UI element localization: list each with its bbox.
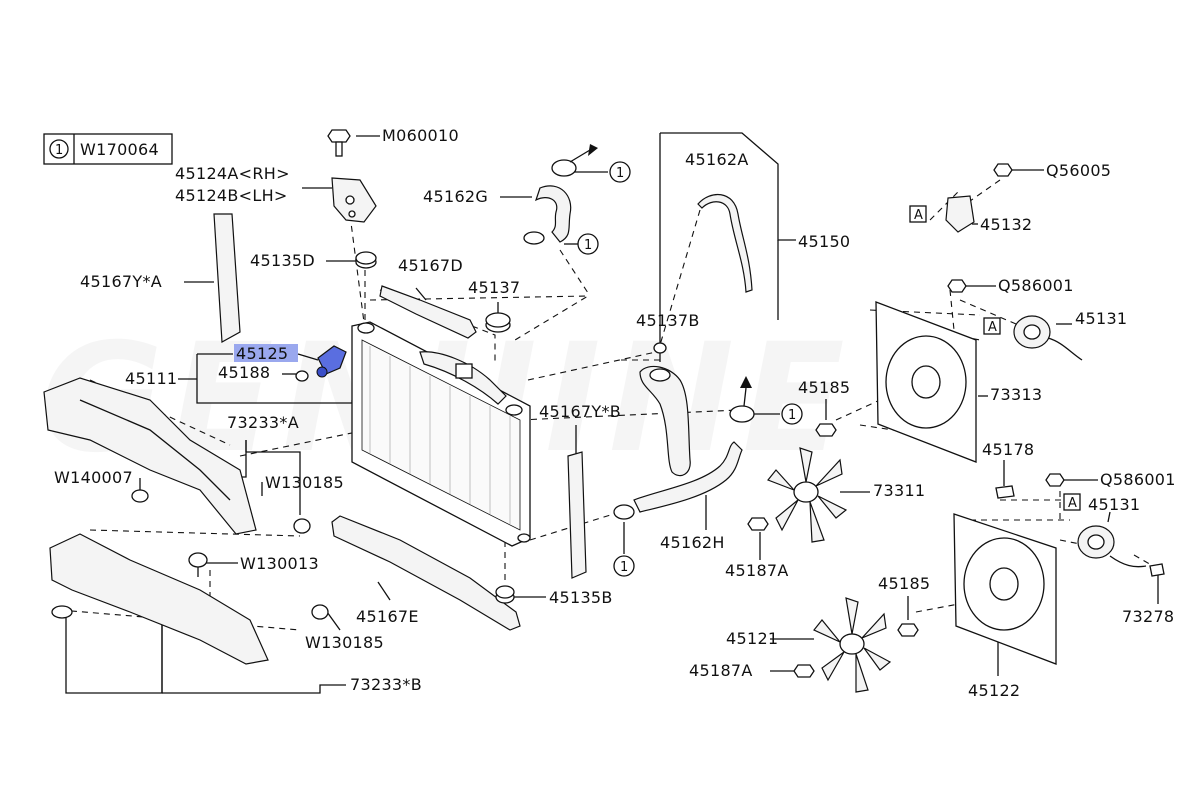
part-clip-w140007: [131, 489, 149, 503]
part-bracket-45124: [331, 177, 377, 223]
label-45167d: 45167D: [398, 256, 463, 275]
part-lower-hose-45162h: 1 1: [613, 376, 803, 577]
label-73278: 73278: [1122, 607, 1174, 626]
label-73233a: 73233*A: [227, 413, 299, 432]
ref-marker-1d: 1: [620, 560, 628, 575]
marker-a-3: A: [1063, 493, 1081, 511]
label-45185b: 45185: [878, 574, 930, 593]
part-mount-45135b: [495, 585, 515, 604]
label-w140007: W140007: [54, 468, 133, 487]
label-45162g: 45162G: [423, 187, 488, 206]
part-bolt-m060010: [327, 129, 351, 157]
label-45150: 45150: [798, 232, 850, 251]
part-shroud-73313: [875, 301, 977, 463]
label-45178: 45178: [982, 440, 1034, 459]
label-m060010: M060010: [382, 126, 459, 145]
label-45135b: 45135B: [549, 588, 613, 607]
ref-marker-1c: 1: [788, 408, 796, 423]
ref-marker-1a: 1: [616, 166, 624, 181]
label-45162a: 45162A: [685, 150, 749, 169]
label-45132: 45132: [980, 215, 1032, 234]
label-q586001b: Q586001: [1100, 470, 1176, 489]
label-45187a-2: 45187A: [689, 661, 753, 680]
part-side-seal-45167yb: [567, 451, 587, 579]
legend-symbol: 1: [55, 143, 63, 158]
legend-box: 1 W170064: [43, 133, 173, 165]
part-connector-73278: [1149, 563, 1165, 577]
label-73313: 73313: [990, 385, 1042, 404]
part-bolt-q56005: [993, 163, 1013, 177]
part-cap-45137: [485, 312, 511, 333]
part-motor-45131b: [1077, 525, 1147, 568]
ref-marker-1b: 1: [584, 238, 592, 253]
label-73311: 73311: [873, 481, 925, 500]
label-45135d: 45135D: [250, 251, 315, 270]
label-45121: 45121: [726, 629, 778, 648]
part-upper-seal-45167d: [379, 285, 477, 339]
label-q586001a: Q586001: [998, 276, 1074, 295]
label-45185a: 45185: [798, 378, 850, 397]
part-resistor-45132: [945, 195, 975, 233]
part-clip-w130185a: [293, 518, 311, 534]
part-nut-45187a-2: [793, 664, 815, 678]
label-45131b: 45131: [1088, 495, 1140, 514]
part-bolt-45185a: [815, 423, 837, 437]
label-w130013: W130013: [240, 554, 319, 573]
label-45137: 45137: [468, 278, 520, 297]
part-fan-73311: [767, 447, 848, 543]
part-clip-w130185b: [311, 604, 329, 620]
label-45111: 45111: [125, 369, 177, 388]
label-73233b: 73233*B: [350, 675, 422, 694]
label-45124b: 45124B<LH>: [175, 186, 288, 205]
part-o-ring-45188: [295, 370, 309, 382]
part-lower-seal-45167e: [331, 515, 521, 631]
part-reservoir-45150: [639, 342, 691, 477]
part-drain-plug-45125: [316, 345, 347, 378]
label-45187a-1: 45187A: [725, 561, 789, 580]
label-45125: 45125: [236, 344, 288, 363]
label-45167yb: 45167Y*B: [539, 402, 621, 421]
part-clip-w130013: [188, 552, 208, 577]
label-w130185b: W130185: [305, 633, 384, 652]
label-45167ya: 45167Y*A: [80, 272, 162, 291]
label-45188: 45188: [218, 363, 270, 382]
part-air-guide-73233b: [49, 533, 269, 665]
part-hose-45162g: 1 1: [523, 144, 631, 255]
part-labels: M060010 45124A<RH> 45124B<LH> 45135D 451…: [54, 126, 1176, 700]
part-bolt-45185b: [897, 623, 919, 637]
legend-code: W170064: [80, 140, 159, 159]
part-motor-45131a: [1013, 315, 1083, 361]
part-overflow-tube-45162a: [697, 193, 753, 293]
label-q56005: Q56005: [1046, 161, 1111, 180]
part-radiator-45111: [351, 321, 531, 547]
label-45137b: 45137B: [636, 311, 700, 330]
section-marker-a2: A: [988, 320, 997, 335]
part-air-guide-73233a: [43, 377, 257, 535]
label-45124a: 45124A<RH>: [175, 164, 290, 183]
marker-a-1: A: [909, 205, 927, 223]
part-seal-45178: [995, 485, 1015, 499]
part-nut-45187a-1: [747, 517, 769, 531]
marker-a-2: A: [983, 317, 1001, 335]
label-45167e: 45167E: [356, 607, 419, 626]
label-45125-highlight: [234, 344, 298, 362]
part-side-seal-45167ya: [213, 213, 241, 343]
section-marker-a3: A: [1068, 496, 1077, 511]
part-shroud-45122: [953, 513, 1057, 665]
label-45122: 45122: [968, 681, 1020, 700]
part-bolt-q586001a: [947, 279, 967, 293]
label-w130185a: W130185: [265, 473, 344, 492]
section-marker-a1: A: [914, 208, 923, 223]
label-45131a: 45131: [1075, 309, 1127, 328]
part-mount-45135d: [355, 251, 377, 269]
part-fan-45121: [813, 597, 892, 693]
label-45162h: 45162H: [660, 533, 725, 552]
part-bolt-q586001b: [1045, 473, 1065, 487]
